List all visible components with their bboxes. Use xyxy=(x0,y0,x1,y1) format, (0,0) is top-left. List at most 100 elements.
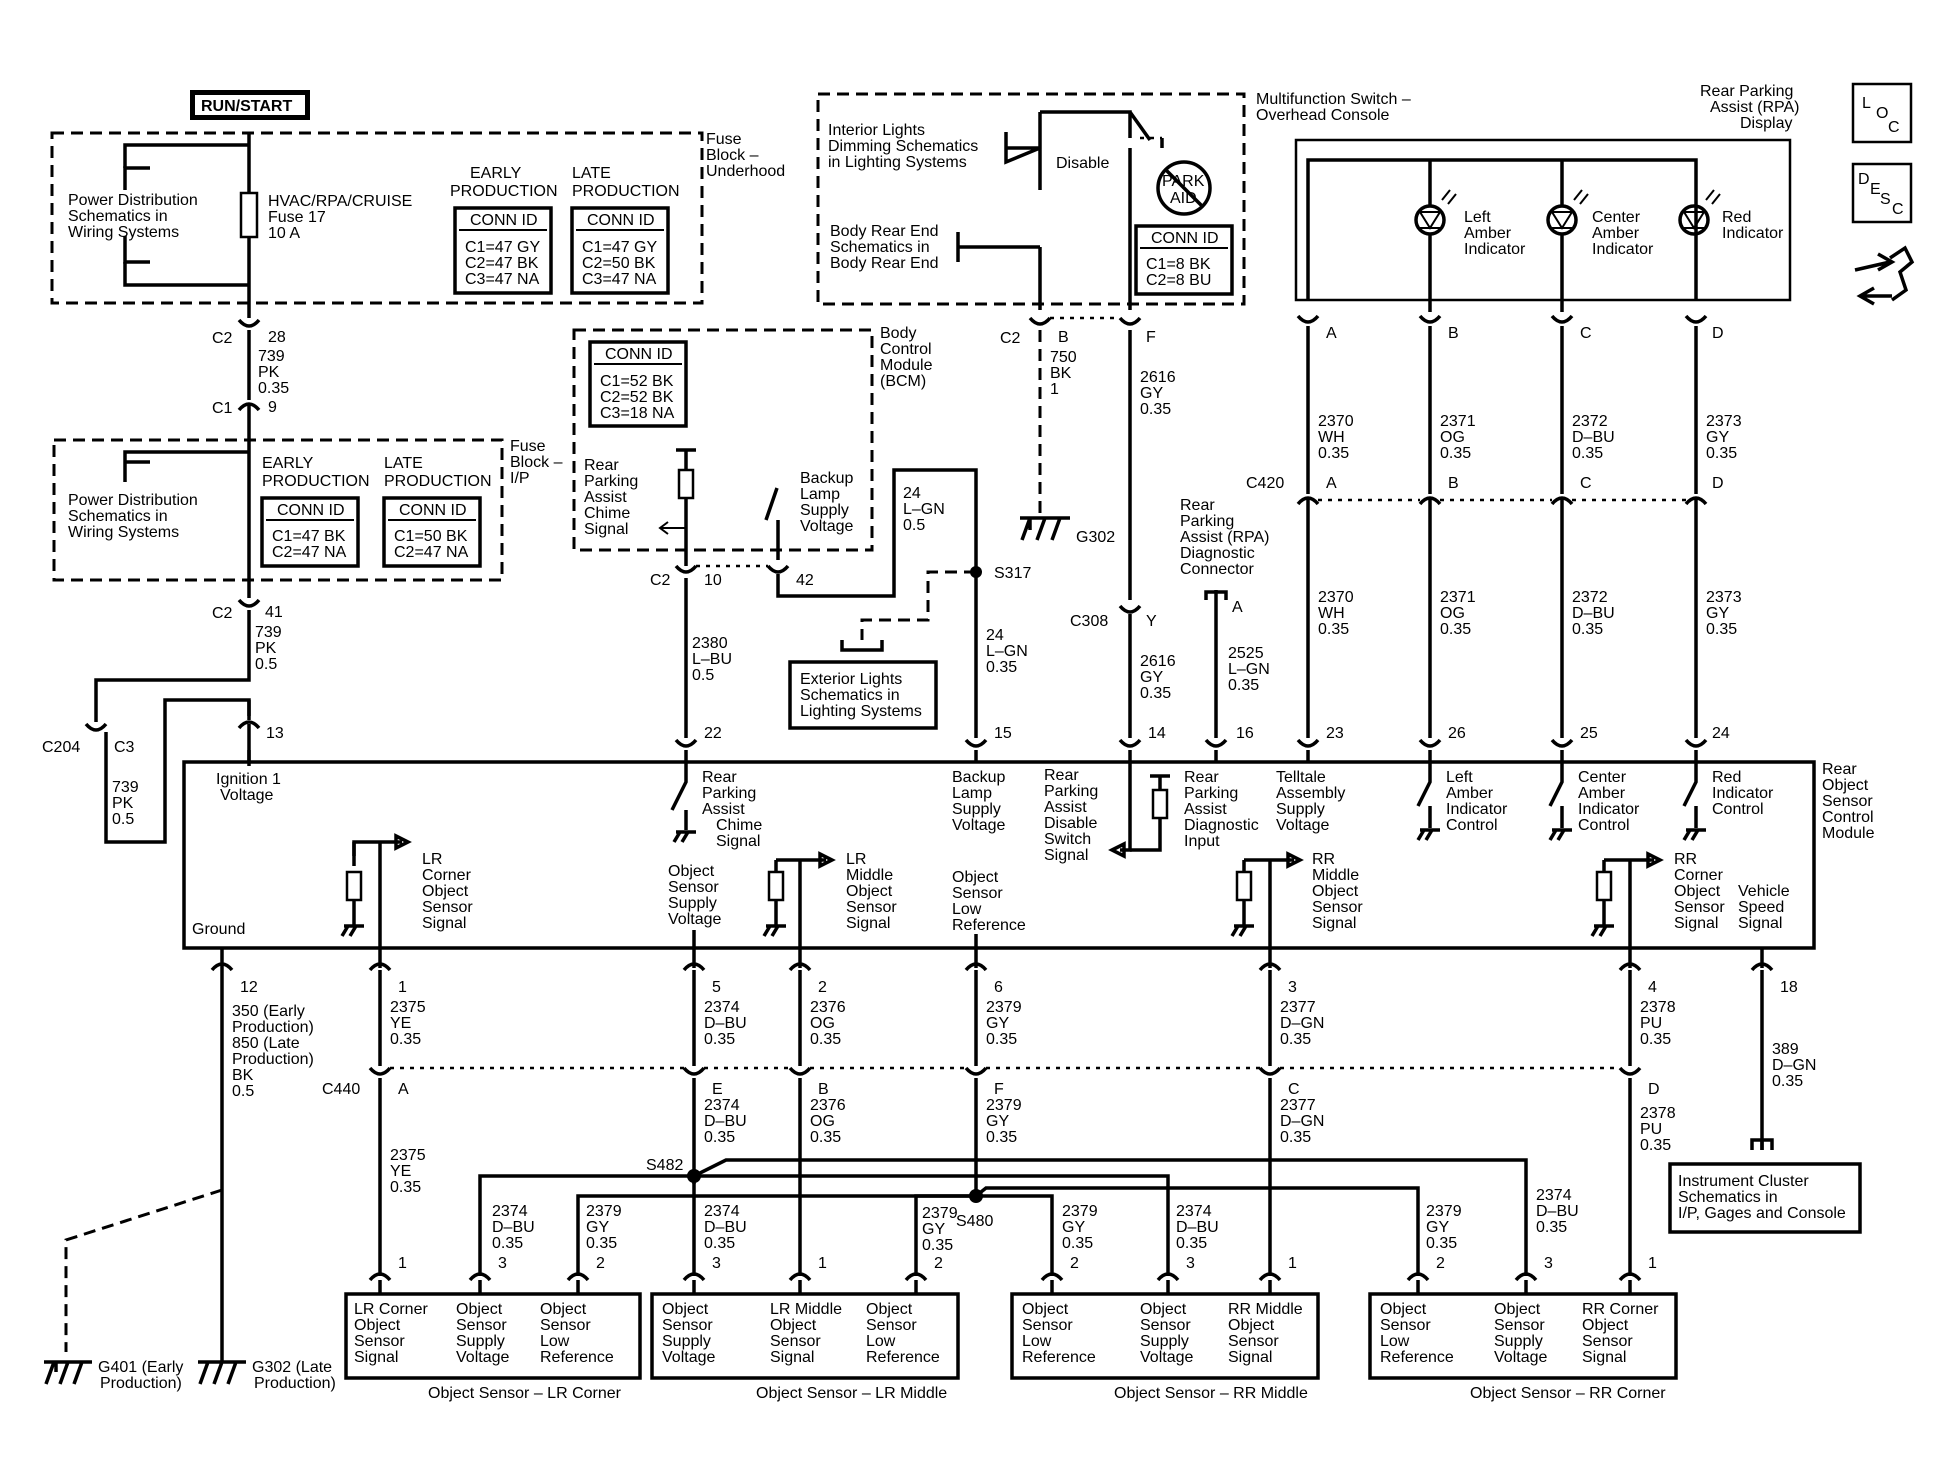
label-bcm-title-1: Control xyxy=(880,341,932,358)
fuse-block-underhood: Fuse Block – Underhood Power Distributio… xyxy=(50,131,785,305)
label-harness-w-lrm-2374-1: D–BU xyxy=(704,1219,747,1236)
label-module-center-ctrl-1: Amber xyxy=(1578,785,1626,802)
label-harness-w2375-b-2: 0.35 xyxy=(390,1179,421,1196)
label-harness-w2374-a-0: 2374 xyxy=(704,999,740,1016)
label-harness-w2377-b-2: 0.35 xyxy=(1280,1129,1311,1146)
label-sensors-2-labels-1-0: Object xyxy=(1140,1301,1187,1318)
label-module-obj-supply-2: Supply xyxy=(668,895,717,912)
label-module-diag-1: Parking xyxy=(1184,785,1238,802)
label-rpa-display-wires-top-2-2: 0.35 xyxy=(1572,445,1603,462)
label-sensors-0-labels-0-3: Signal xyxy=(354,1349,398,1366)
label-bcm-wire-2380-2: 0.5 xyxy=(692,667,714,684)
wire-739-pk-ip: C2 41 739 PK 0.5 C204 C3 739 PK 0.5 13 xyxy=(42,598,284,844)
label-module-chime-1: Parking xyxy=(702,785,756,802)
label-overhead-conn-1: C2=8 BU xyxy=(1146,272,1211,289)
label-harness-w2379-a-2: 0.35 xyxy=(986,1031,1017,1048)
label-header-loc-2: C xyxy=(1888,119,1900,136)
label-harness-g401-1: Production) xyxy=(100,1375,182,1392)
label-harness-w2376-b-2: 0.35 xyxy=(810,1129,841,1146)
label-harness-w2375-a-1: YE xyxy=(390,1015,411,1032)
label-module-disable-3: Disable xyxy=(1044,815,1097,832)
label-overhead-body-rear-0: Body Rear End xyxy=(830,223,939,240)
label-fuse-block-underhood-early-conn-1: C2=47 BK xyxy=(465,255,539,272)
sensor-lr-middle: 3 1 2 Object Sensor Supply Voltage LR Mi… xyxy=(650,1255,960,1402)
label-fuse-block-underhood-early-header-1: PRODUCTION xyxy=(450,183,558,200)
label-sensors-3-labels-2-3: Signal xyxy=(1582,1349,1626,1366)
desc-icon[interactable]: D E S C xyxy=(1851,162,1913,224)
label-rpa-display-red-0: Red xyxy=(1722,209,1751,226)
label-module-rr-middle-1: Middle xyxy=(1312,867,1359,884)
label-module-diag-3: Diagnostic xyxy=(1184,817,1259,834)
label-module-obj-supply-3: Voltage xyxy=(668,911,721,928)
label-bcm-chime-2: Assist xyxy=(584,489,627,506)
label-module-lr-middle-4: Signal xyxy=(846,915,890,932)
label-fuse-block-ip-wire-739-pk-05-1: PK xyxy=(255,640,277,657)
label-sensors-3-pins-0: 2 xyxy=(1436,1255,1445,1272)
label-fuse-block-ip-late-conn-0: C1=50 BK xyxy=(394,528,468,545)
label-module-rr-corner-1: Corner xyxy=(1674,867,1724,884)
label-fuse-block-ip-late-header-0: LATE xyxy=(384,455,423,472)
label-fuse-block-underhood-fuse-0: HVAC/RPA/CRUISE xyxy=(268,193,412,210)
label-harness-g401-0: G401 (Early xyxy=(98,1359,183,1376)
rpa-diagnostic-connector: Rear Parking Assist (RPA) Diagnostic Con… xyxy=(1180,497,1270,748)
label-rpa-display-pins-0: A xyxy=(1326,325,1337,342)
label-harness-s480: S480 xyxy=(956,1213,993,1230)
label-module-ignition-0: Ignition 1 xyxy=(216,771,281,788)
label-fuse-block-ip-c204: C204 xyxy=(42,739,80,756)
label-harness-w-lrm-2379-0: 2379 xyxy=(922,1205,958,1222)
label-fuse-block-ip-power-dist-0: Power Distribution xyxy=(68,492,198,509)
label-bcm-wire-2380-0: 2380 xyxy=(692,635,728,652)
label-fuse-block-underhood-c2-label: C2 xyxy=(212,330,233,347)
label-fuse-block-ip-conn-id: CONN ID xyxy=(399,502,467,519)
lr-middle-pullup xyxy=(762,851,836,968)
label-harness-w2378-a-2: 0.35 xyxy=(1640,1031,1671,1048)
label-fuse-block-underhood-power-dist-0: Power Distribution xyxy=(68,192,198,209)
label-harness-w2379-b-2: 0.35 xyxy=(986,1129,1017,1146)
label-module-top-pins-1: 22 xyxy=(704,725,722,742)
label-sensors-3-pins-2: 1 xyxy=(1648,1255,1657,1272)
label-module-vss-1: Speed xyxy=(1738,899,1784,916)
label-sensors-1-caption: Object Sensor – LR Middle xyxy=(756,1385,947,1402)
label-module-left-ctrl-2: Indicator xyxy=(1446,801,1508,818)
label-harness-w2378-b-0: 2378 xyxy=(1640,1105,1676,1122)
label-module-title-1: Object xyxy=(1822,777,1869,794)
label-bcm-wire-24-lgn-05-1: L–GN xyxy=(903,501,945,518)
label-sensors-1-pins-1: 1 xyxy=(818,1255,827,1272)
label-overhead-wire-750-0: 750 xyxy=(1050,349,1077,366)
label-module-lr-corner-2: Object xyxy=(422,883,469,900)
label-sensors-2-labels-1-3: Voltage xyxy=(1140,1349,1193,1366)
label-harness-ground-wire-2: 850 (Late xyxy=(232,1035,300,1052)
label-module-lr-corner-3: Sensor xyxy=(422,899,473,916)
label-harness-ground-wire-0: 350 (Early xyxy=(232,1003,305,1020)
label-sensors-3-labels-0-3: Reference xyxy=(1380,1349,1454,1366)
label-fuse-block-ip-early-conn-0: C1=47 BK xyxy=(272,528,346,545)
label-bcm-wire-24-lgn-035-0: 24 xyxy=(986,627,1004,644)
label-harness-w2379-a-0: 2379 xyxy=(986,999,1022,1016)
label-rpa-display-left-0: Left xyxy=(1464,209,1491,226)
tools-icon[interactable] xyxy=(1854,245,1915,306)
label-overhead-title-1: Overhead Console xyxy=(1256,107,1390,124)
label-bcm-conn-0: C1=52 BK xyxy=(600,373,674,390)
loc-icon[interactable]: L O C xyxy=(1851,82,1913,144)
sensor-rr-middle: 2 3 1 Object Sensor Low Reference Object… xyxy=(1010,1255,1320,1402)
label-harness-w2377-b-1: D–GN xyxy=(1280,1113,1324,1130)
label-sensors-2-labels-0-0: Object xyxy=(1022,1301,1069,1318)
label-harness-w-lrm-2374-2: 0.35 xyxy=(704,1235,735,1252)
label-harness-w-rrm-2379-2: 0.35 xyxy=(1062,1235,1093,1252)
label-sensors-1-labels-1-3: Signal xyxy=(770,1349,814,1366)
label-fuse-block-underhood-power-dist-1: Schematics in xyxy=(68,208,168,225)
label-harness-w389-2: 0.35 xyxy=(1772,1073,1803,1090)
label-module-lr-middle-0: LR xyxy=(846,851,866,868)
label-module-vss-2: Signal xyxy=(1738,915,1782,932)
label-module-chime-3: Chime xyxy=(716,817,762,834)
label-harness-w-rrc-2374-2: 0.35 xyxy=(1536,1219,1567,1236)
label-sensors-1-labels-2-3: Reference xyxy=(866,1349,940,1366)
label-sensors-2-labels-0-1: Sensor xyxy=(1022,1317,1073,1334)
label-module-left-ctrl-1: Amber xyxy=(1446,785,1494,802)
label-module-chime-0: Rear xyxy=(702,769,737,786)
label-harness-w2374-a-2: 0.35 xyxy=(704,1031,735,1048)
label-module-rr-corner-2: Object xyxy=(1674,883,1721,900)
label-harness-w2374-a-1: D–BU xyxy=(704,1015,747,1032)
left-amber-led-icon xyxy=(1414,160,1457,312)
label-fuse-block-underhood-wire-739-pk-035-1: PK xyxy=(258,364,280,381)
